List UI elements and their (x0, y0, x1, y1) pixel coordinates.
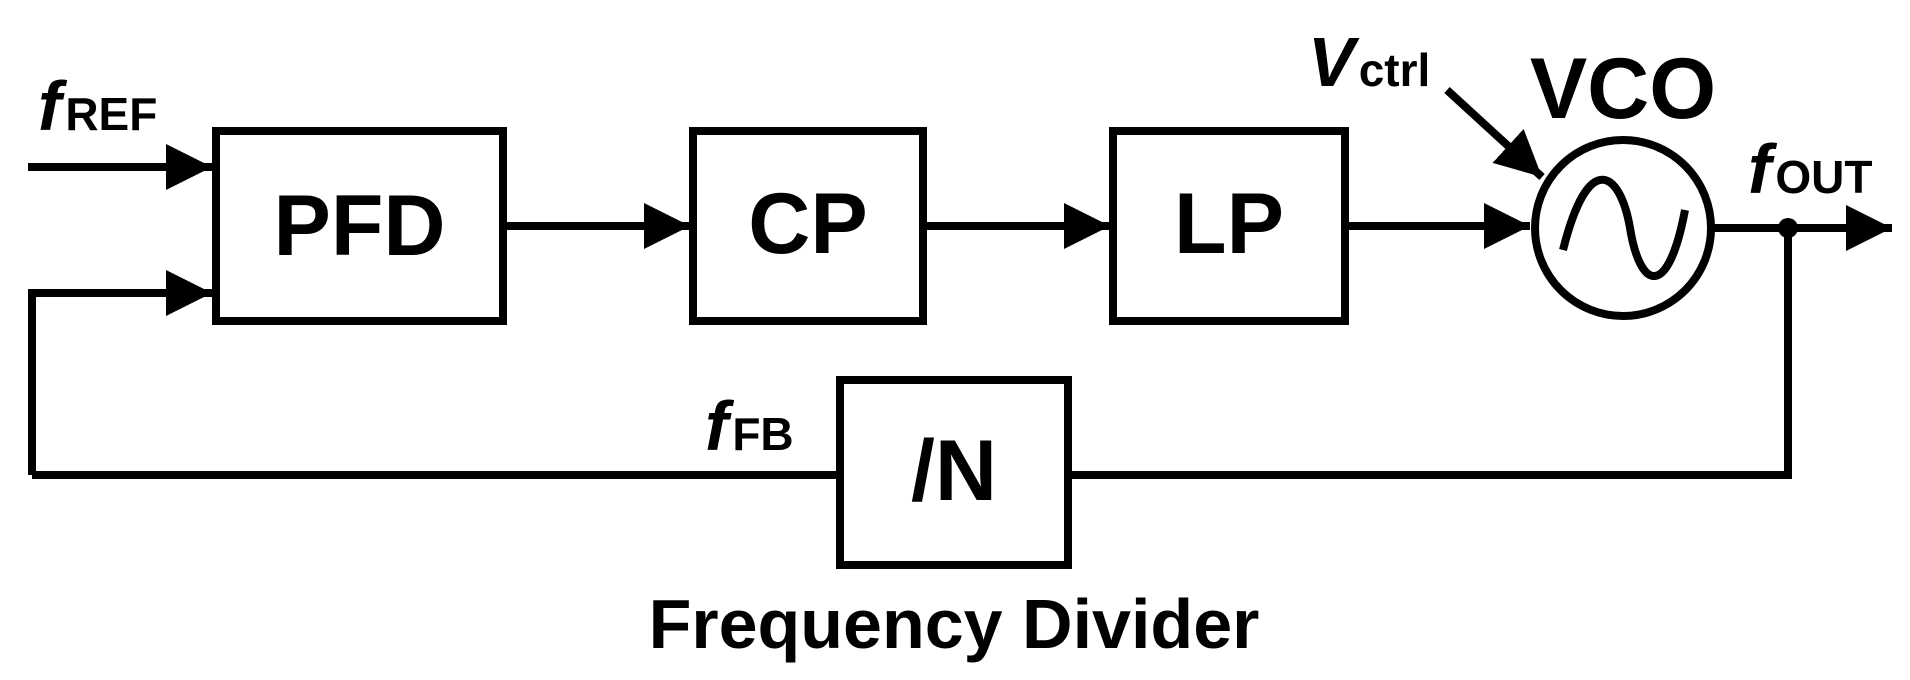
f-ref-label: fREF (38, 67, 157, 145)
feedback-return-wire (1070, 228, 1792, 479)
divider-caption: Frequency Divider (649, 585, 1260, 663)
pfd-block: PFD (212, 127, 507, 325)
pfd-label: PFD (274, 178, 446, 274)
feedback-input-wire (28, 270, 212, 475)
v-ctrl-label: Vctrl (1308, 23, 1430, 101)
output-junction-dot (1778, 218, 1798, 238)
sine-wave-icon (1559, 175, 1689, 280)
divider-label: /N (911, 423, 997, 519)
lp-block: LP (1109, 127, 1349, 325)
vctrl-arrow (1444, 87, 1545, 180)
vco-block: VCO (1530, 41, 1716, 320)
vco-label: VCO (1530, 41, 1716, 137)
cp-label: CP (748, 176, 867, 272)
lp-label: LP (1174, 176, 1284, 272)
f-fb-label: fFB (705, 387, 794, 465)
f-out-label: fOUT (1748, 130, 1872, 208)
divider-block: /N (836, 376, 1072, 569)
cp-block: CP (689, 127, 927, 325)
